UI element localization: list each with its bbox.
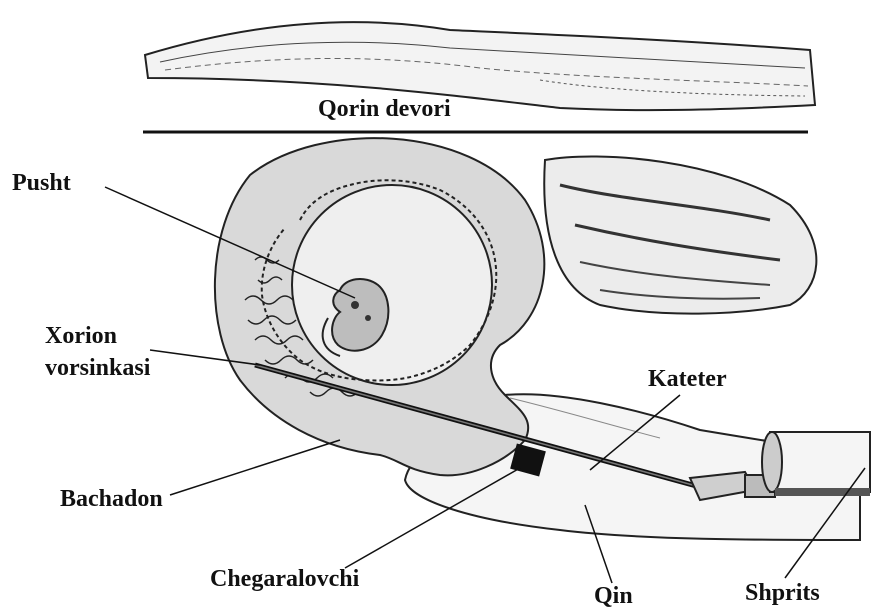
label-vagina: Qin [594,583,633,609]
label-uterus: Bachadon [60,486,163,512]
label-catheter: Kateter [648,366,727,392]
abdominal-wall-tissue [145,22,815,110]
leader-bachadon [170,440,340,495]
label-stopper: Chegaralovchi [210,566,359,592]
label-embryo: Pusht [12,170,71,196]
label-abdominal-wall: Qorin devori [318,96,451,122]
label-chorionic-villi-line1: Xorion [45,323,117,349]
label-chorionic-villi-line2: vorsinkasi [45,355,150,381]
label-syringe: Shprits [745,580,820,606]
adjacent-tissue [544,156,816,313]
